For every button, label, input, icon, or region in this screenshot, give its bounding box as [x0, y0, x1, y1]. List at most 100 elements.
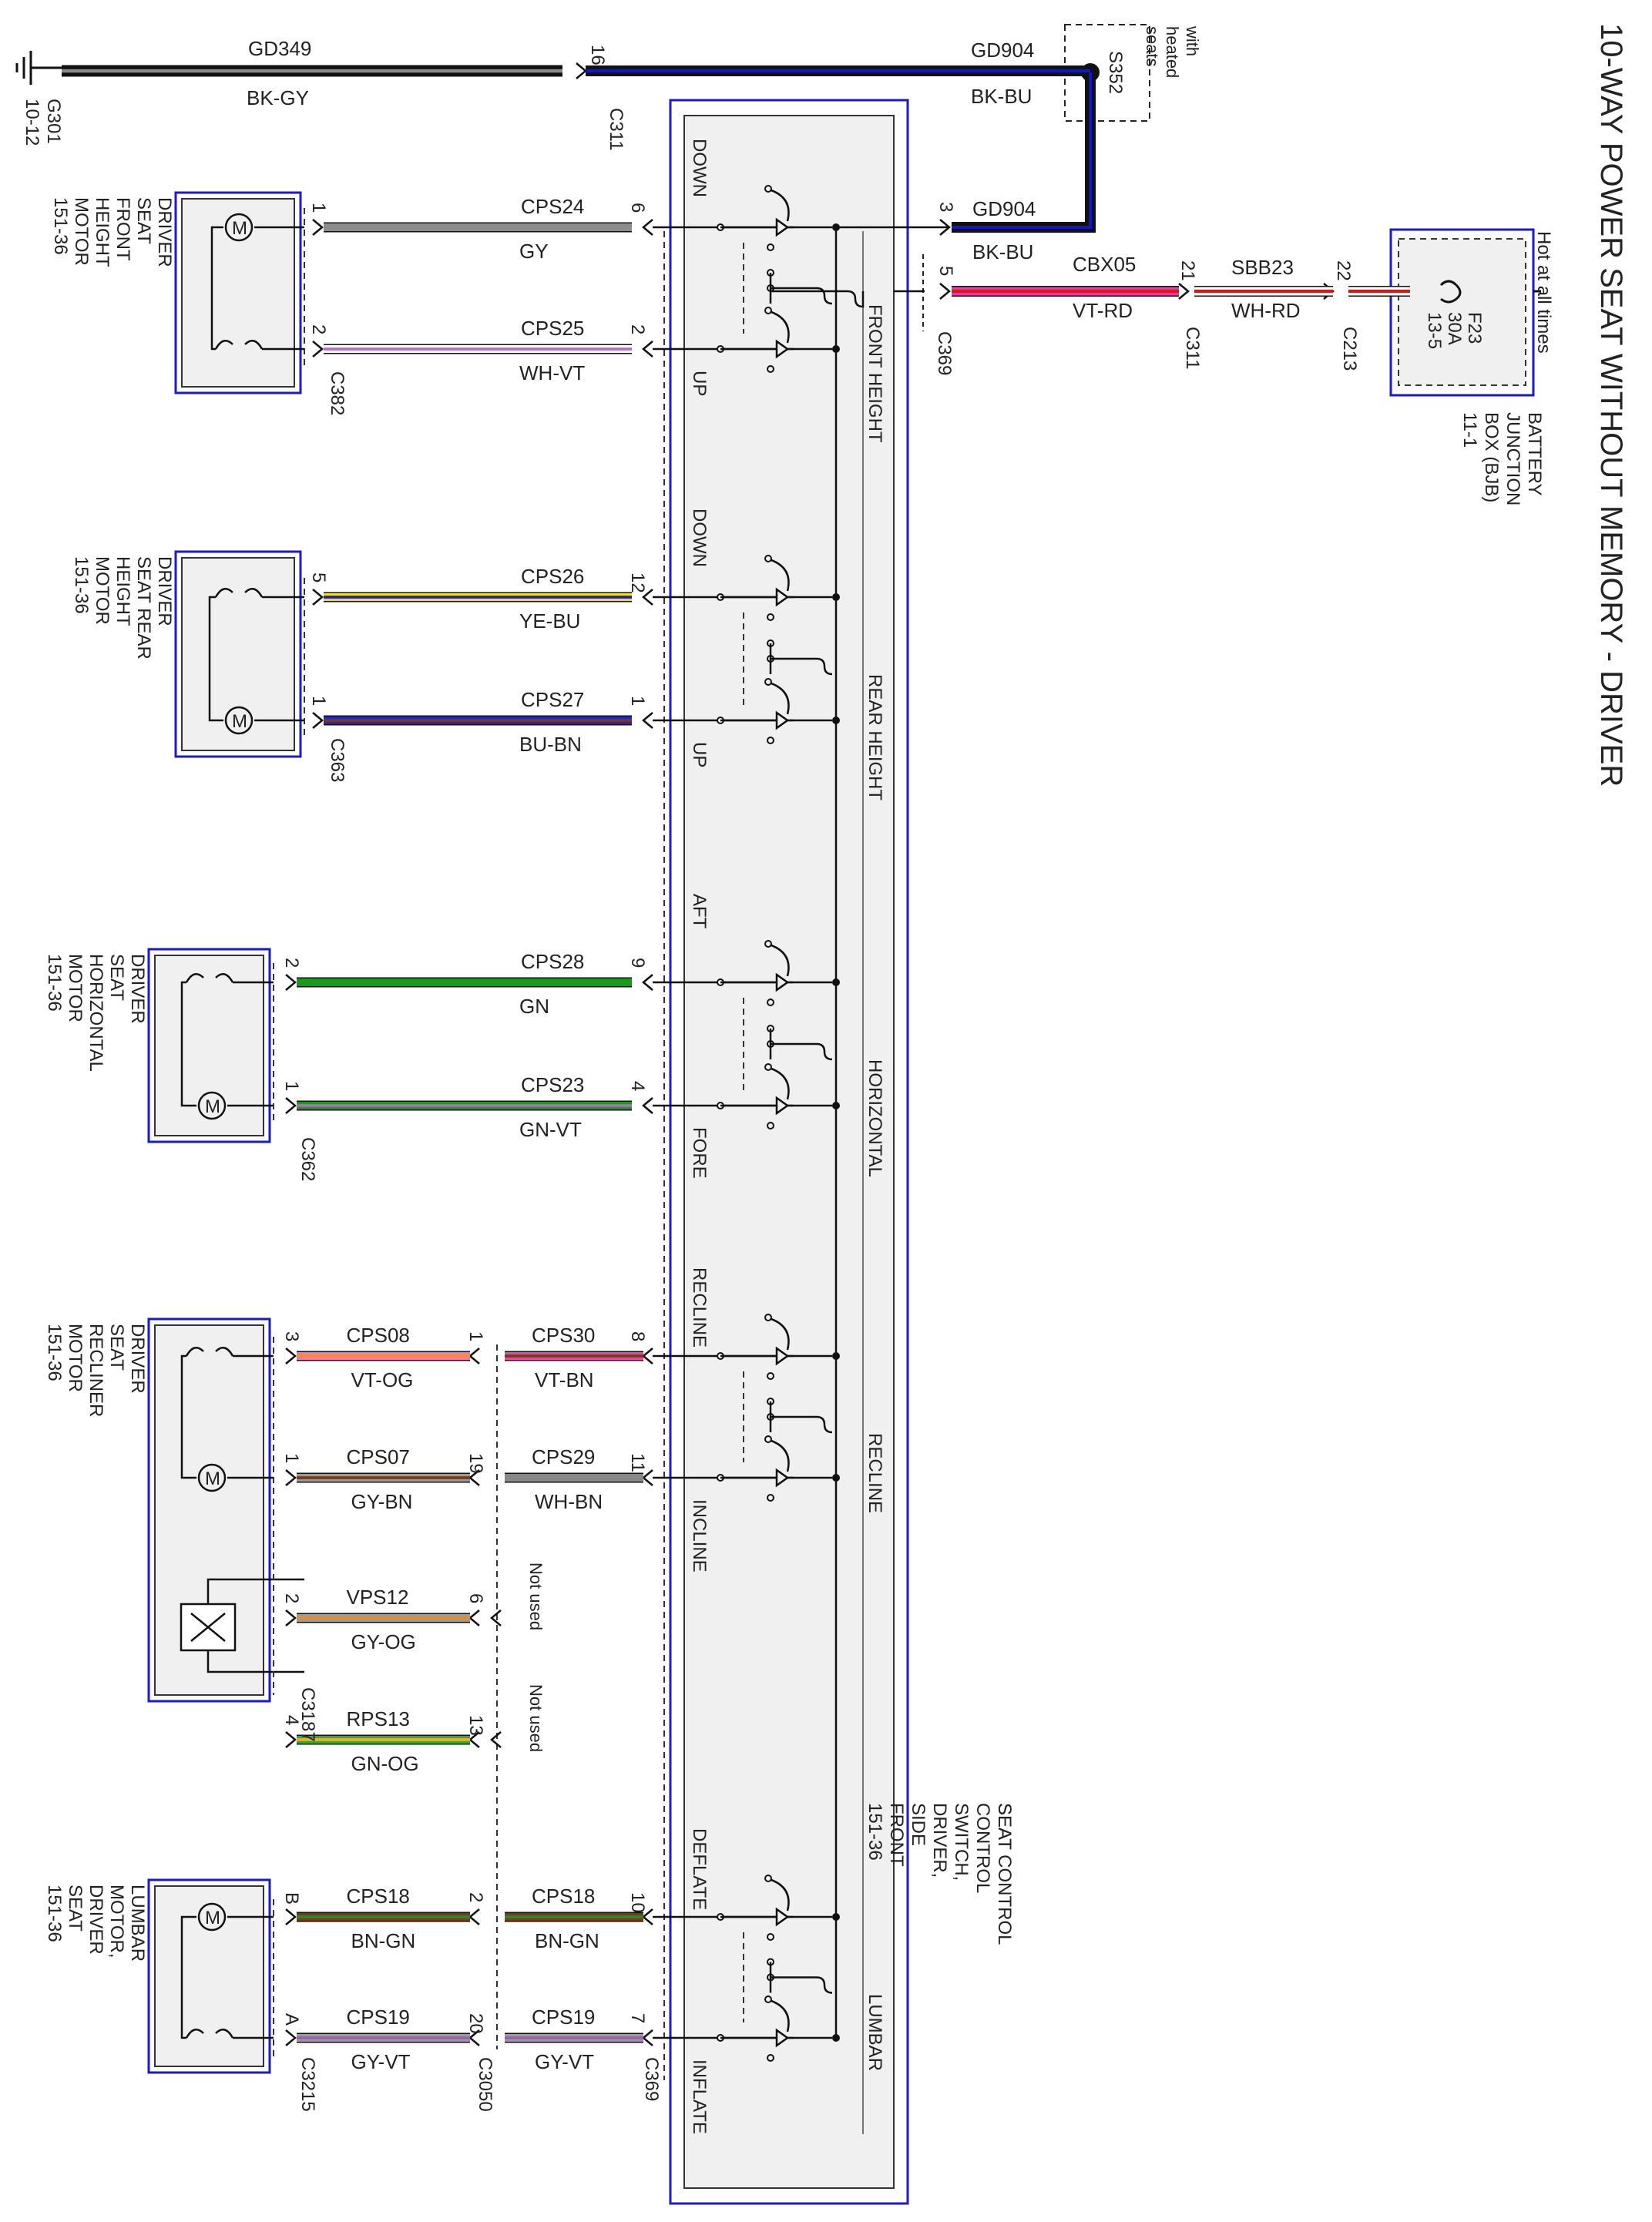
motor-3-label: HORIZONTAL [86, 954, 106, 1072]
wire-color-label: GN-VT [519, 1118, 582, 1141]
connector-arrow [312, 341, 324, 357]
switch-position-label: FORE [689, 1127, 710, 1179]
fuse-label: 30A [1444, 312, 1465, 345]
switch-contact-node [764, 555, 772, 562]
motor-internal-wire [180, 1354, 196, 1479]
bjb-label: JUNCTION [1503, 412, 1523, 505]
motor-2-label: MOTOR [92, 556, 112, 625]
motor-3-outer-box [147, 948, 271, 1143]
connector-label-c311: C311 [606, 108, 626, 151]
contact-hook-symbol [215, 1346, 234, 1357]
pin-label: A [281, 2013, 302, 2026]
switch-contact-node [764, 678, 772, 686]
pin-label: 5 [935, 266, 956, 276]
wire-label: CPS23 [521, 1073, 584, 1096]
switch-group-label: RECLINE [865, 1433, 885, 1513]
motor-4-label: 151-36 [44, 1324, 65, 1381]
connector-arrow [468, 1609, 480, 1626]
motor-m-glyph: M [232, 218, 247, 239]
contact-hook-symbol [244, 339, 264, 350]
ground-label: G301 [43, 99, 64, 144]
pin-label: 16 [587, 45, 608, 65]
switch-outer-box [669, 99, 909, 2205]
connector-label-c382: C382 [327, 371, 348, 415]
motor-4-label: DRIVER [127, 1324, 148, 1394]
contact-hook-symbol [214, 587, 233, 598]
motor-1-label: MOTOR [71, 197, 92, 266]
contact-hook-symbol [185, 972, 204, 983]
switch-contact-tri [775, 339, 790, 359]
bjb-outer [1389, 228, 1535, 397]
pin-label: 11 [627, 1453, 648, 1472]
switch-contact-node [767, 613, 774, 621]
pin-label: 1 [308, 696, 329, 706]
connector-label-c213: C213 [1339, 327, 1360, 371]
switch-label: 151-36 [865, 1803, 885, 1861]
pin-label: 7 [627, 2013, 648, 2023]
pin-label: 6 [627, 203, 648, 213]
switch-contact-node [767, 1494, 774, 1502]
motor-1-label: FRONT [112, 197, 133, 261]
wire-label: CPS18 [532, 1885, 595, 1908]
label-layer: G30110-12GD349BK-GYC311GD904BK-BUS352wit… [22, 25, 1554, 2134]
switch-group-label: REAR HEIGHT [865, 674, 885, 801]
connector-arrow [642, 589, 653, 606]
switch-contact-node [767, 999, 774, 1006]
connector-label-c363: C363 [327, 738, 348, 782]
motor-4-label: SEAT [106, 1324, 127, 1371]
switch-contact-node [767, 243, 774, 251]
switch-group-label: LUMBAR [865, 1994, 885, 2071]
switch-contact-tri [775, 217, 790, 237]
wire-label: RPS13 [347, 1707, 410, 1730]
switch-contact-tri [775, 1468, 790, 1488]
switch-contact-node [764, 185, 772, 193]
connector-arrow [285, 1731, 297, 1748]
pin-label: B [281, 1892, 302, 1905]
diagram-title: 10-WAY POWER SEAT WITHOUT MEMORY - DRIVE… [1594, 23, 1628, 787]
wire-color-label: GY-VT [351, 2050, 411, 2073]
bjb-label: 11-1 [1459, 412, 1480, 448]
motor-internal-wire [208, 596, 223, 722]
switch-contact-tri [775, 2028, 790, 2048]
motor-5-label: 151-36 [44, 1885, 65, 1942]
wire-label-sbb23: SBB23 [1231, 256, 1294, 279]
motor-5-outer-box [147, 1878, 271, 2074]
bjb-note: Hot at all times [1533, 231, 1554, 354]
wire-crossover [816, 1976, 833, 1994]
pin-label: 21 [1177, 260, 1198, 281]
pin-label: 13 [465, 1715, 486, 1736]
pin-label: 2 [281, 1593, 302, 1603]
pin-label: 4 [627, 1081, 648, 1091]
connector-arrow [642, 974, 653, 991]
motor-2-label: HEIGHT [112, 556, 133, 626]
not-used-label: Not used [526, 1684, 546, 1752]
fuse-symbol [1439, 280, 1462, 304]
switch-contact-node [764, 940, 772, 948]
wire-color-label: BU-BN [519, 733, 582, 756]
wire-stripe-color [952, 72, 1092, 229]
bjb-inner [1398, 238, 1526, 386]
motor-3-label: SEAT [106, 954, 127, 1001]
switch-contact-node [764, 1063, 772, 1071]
connector-arrow [939, 283, 951, 300]
switch-group-label: HORIZONTAL [865, 1059, 885, 1177]
motor-2-outer-box [174, 550, 302, 758]
wire-label: CPS19 [347, 2006, 410, 2029]
wire-label: CPS27 [521, 688, 584, 711]
contact-hook-symbol [215, 2028, 234, 2039]
not-used-label: Not used [526, 1562, 546, 1630]
wire-color-label: GY-BN [351, 1490, 413, 1513]
switch-contact-node [764, 307, 772, 314]
motor-m-glyph: M [205, 1096, 220, 1117]
connector-label-c311b: C311 [1182, 327, 1203, 370]
connector-arrow [312, 712, 324, 729]
switch-position-label: INCLINE [689, 1499, 710, 1573]
wire-color-gd904-b: BK-BU [972, 240, 1033, 263]
pin-label: 9 [627, 958, 648, 968]
switch-contact-tri [775, 710, 790, 730]
switch-contact-node [764, 1995, 772, 2003]
switch-contact-node [764, 1875, 772, 1882]
switch-label: SIDE [908, 1803, 928, 1846]
wire-color-label: BN-GN [351, 1929, 416, 1952]
connector-arrow [642, 341, 653, 357]
